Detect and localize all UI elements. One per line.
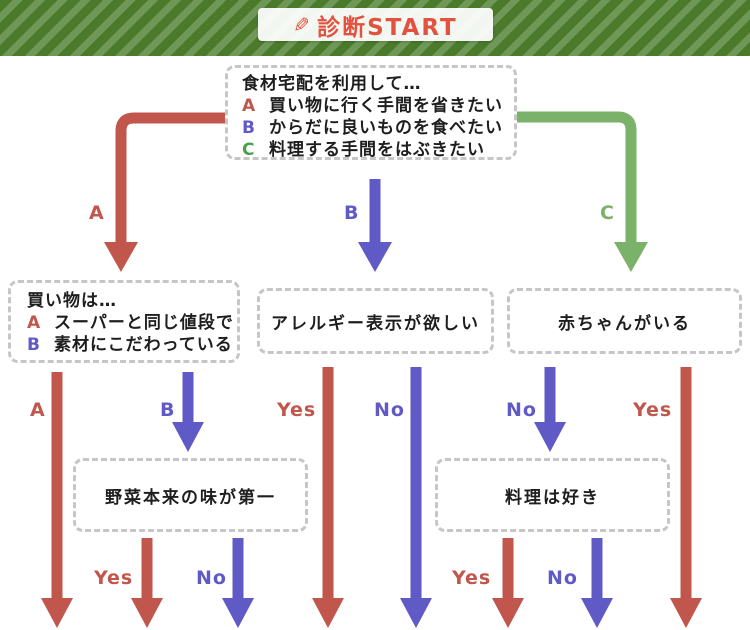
- arrow-baby-yes: [670, 367, 702, 628]
- edge-label-allergy-no: No: [374, 399, 405, 421]
- arrow-cooking-yes: [492, 538, 524, 628]
- arrow-start-b: [358, 179, 392, 272]
- shopping-node-title: 買い物は…: [27, 291, 117, 311]
- baby-node: 赤ちゃんがいる: [507, 288, 742, 354]
- edge-label-top-b: B: [344, 202, 360, 224]
- option-key: B: [27, 335, 41, 355]
- edge-label-cook-no: No: [547, 567, 578, 589]
- arrow-start-c: [517, 111, 648, 272]
- start-badge: ✎ 診断START: [258, 8, 493, 41]
- option-text: 買い物に行く手間を省きたい: [269, 96, 503, 116]
- edge-label-baby-no: No: [506, 399, 537, 421]
- cooking-node: 料理は好き: [435, 458, 670, 532]
- edge-label-veg-yes: Yes: [94, 567, 134, 589]
- option-text: 素材にこだわっている: [54, 335, 233, 355]
- option-key: A: [242, 96, 257, 116]
- edge-label-cook-yes: Yes: [452, 567, 492, 589]
- edge-label-shop-a: A: [30, 399, 46, 421]
- edge-label-shop-b: B: [160, 399, 176, 421]
- option-key: A: [27, 313, 42, 333]
- arrow-baby-no: [534, 367, 566, 452]
- option-key: B: [242, 118, 256, 138]
- option-text: スーパーと同じ値段で: [54, 313, 234, 333]
- vegetable-node: 野菜本来の味が第一: [73, 458, 308, 532]
- allergy-node: アレルギー表示が欲しい: [257, 288, 494, 354]
- arrow-allergy-no: [400, 367, 432, 628]
- start-node: 食材宅配を利用して… A 買い物に行く手間を省きたい B からだに良いものを食べ…: [225, 65, 517, 160]
- arrow-cooking-no: [581, 538, 613, 628]
- shopping-node: 買い物は… A スーパーと同じ値段で B 素材にこだわっている: [8, 280, 240, 363]
- arrow-allergy-yes: [312, 367, 344, 628]
- shopping-option-a: A スーパーと同じ値段で: [27, 312, 234, 334]
- option-text: 料理する手間をはぶきたい: [269, 140, 485, 160]
- arrow-vegetable-yes: [131, 538, 163, 628]
- shopping-option-b: B 素材にこだわっている: [27, 334, 233, 356]
- banner-title: 診断START: [317, 14, 458, 41]
- option-text: からだに良いものを食べたい: [269, 118, 503, 138]
- arrow-start-a: [104, 112, 225, 272]
- start-node-title: 食材宅配を利用して…: [242, 74, 422, 94]
- arrow-vegetable-no: [222, 538, 254, 628]
- start-option-c: C 料理する手間をはぶきたい: [242, 139, 506, 161]
- start-option-b: B からだに良いものを食べたい: [242, 117, 506, 139]
- arrow-shopping-a: [41, 372, 73, 628]
- edge-label-allergy-yes: Yes: [277, 399, 317, 421]
- start-option-a: A 買い物に行く手間を省きたい: [242, 95, 506, 117]
- edge-label-baby-yes: Yes: [633, 399, 673, 421]
- arrow-shopping-b: [172, 372, 204, 452]
- option-key: C: [242, 140, 256, 160]
- edge-label-top-a: A: [89, 202, 105, 224]
- edge-label-veg-no: No: [196, 567, 227, 589]
- edge-label-top-c: C: [600, 202, 615, 224]
